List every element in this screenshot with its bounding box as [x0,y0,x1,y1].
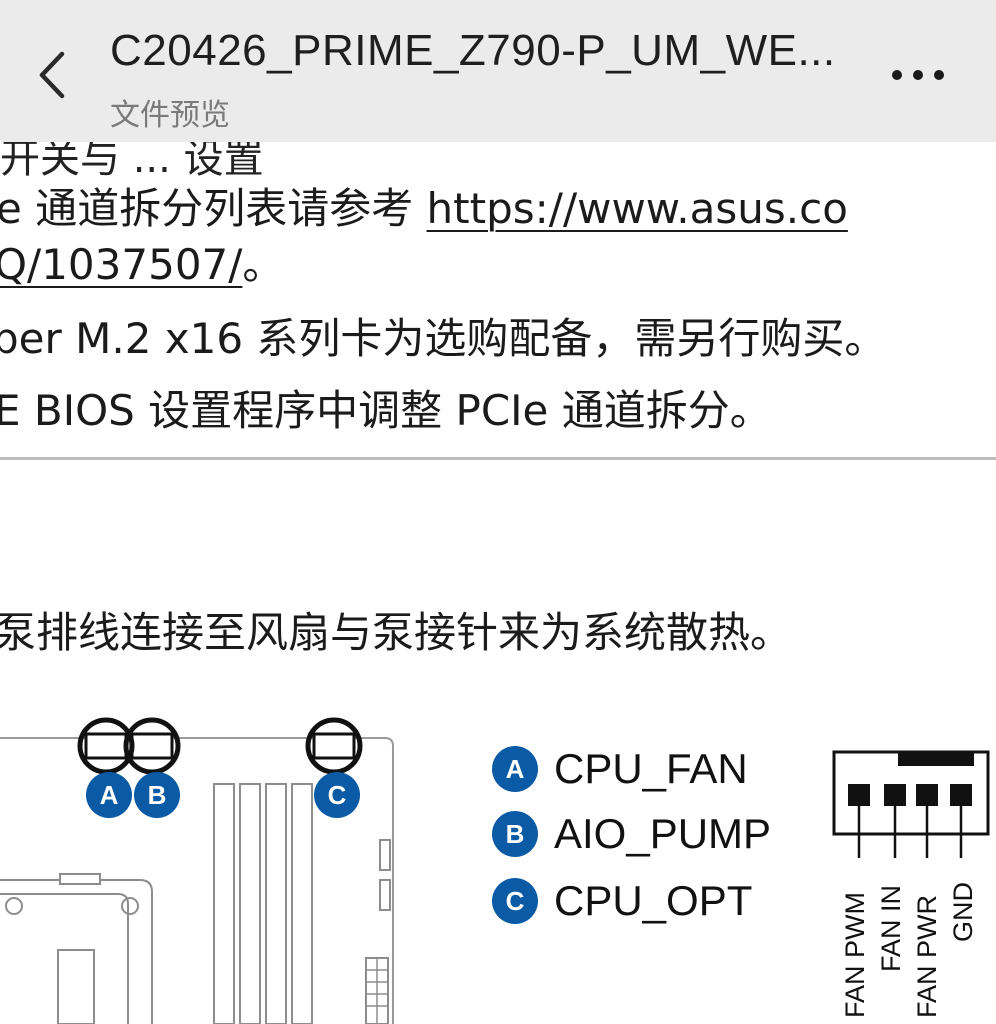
legend-badge-c-icon: C [492,878,538,924]
body-line-5: 泵排线连接至风扇与泵接针来为系统散热。 [0,608,793,657]
section-divider [0,457,996,460]
legend-badge-a-icon: A [492,746,538,792]
legend-label-cpu-fan: CPU_FAN [554,745,748,792]
more-options-button[interactable] [888,58,948,92]
app-header: C20426_PRIME_Z790-P_UM_WE... 文件预览 [0,0,996,142]
legend-label-cpu-opt: CPU_OPT [554,877,753,924]
motherboard-illustration [0,717,990,1024]
pin-label-fan-pwm: FAN PWM [840,892,870,1018]
back-button[interactable] [30,40,80,110]
fan-header-diagram: A B C A CPU_FAN B AIO_PUMP C CPU_OPT FAN… [0,700,996,1024]
document-subtitle: 文件预览 [110,98,230,133]
badge-a-icon: A [86,772,132,818]
url-link[interactable]: https://www.asus.co [426,184,848,233]
badge-b-icon: B [134,772,180,818]
pin-label-fan-in: FAN IN [876,884,906,972]
body-line-1: e 通道拆分列表请参考 https://www.asus.co [0,188,848,230]
body-line-3: per M.2 x16 系列卡为选购配备，需另行购买。 [0,314,887,363]
legend-badge-b-icon: B [492,811,538,857]
legend-label-aio-pump: AIO_PUMP [554,810,772,857]
legend-cpu-fan: A CPU_FAN [492,744,748,794]
body-line-2-suffix: 。 [242,240,285,289]
body-line-1-text: e 通道拆分列表请参考 [0,184,427,233]
badge-c-icon: C [314,772,360,818]
body-line-4: E BIOS 设置程序中调整 PCIe 通道拆分。 [0,386,772,435]
pin-label-gnd: GND [948,882,978,942]
chevron-left-icon [39,51,65,99]
legend-aio-pump: B AIO_PUMP [492,809,771,859]
document-title: C20426_PRIME_Z790-P_UM_WE... [110,26,836,75]
url-link-continued[interactable]: Q/1037507/ [0,240,243,289]
pin-label-fan-pwr: FAN PWR [912,894,942,1018]
body-line-2: Q/1037507/。 [0,244,284,286]
partially-hidden-text: 开关与 ... 设置 [0,136,264,182]
legend-cpu-opt: C CPU_OPT [492,876,752,926]
more-dots-icon [892,70,944,80]
